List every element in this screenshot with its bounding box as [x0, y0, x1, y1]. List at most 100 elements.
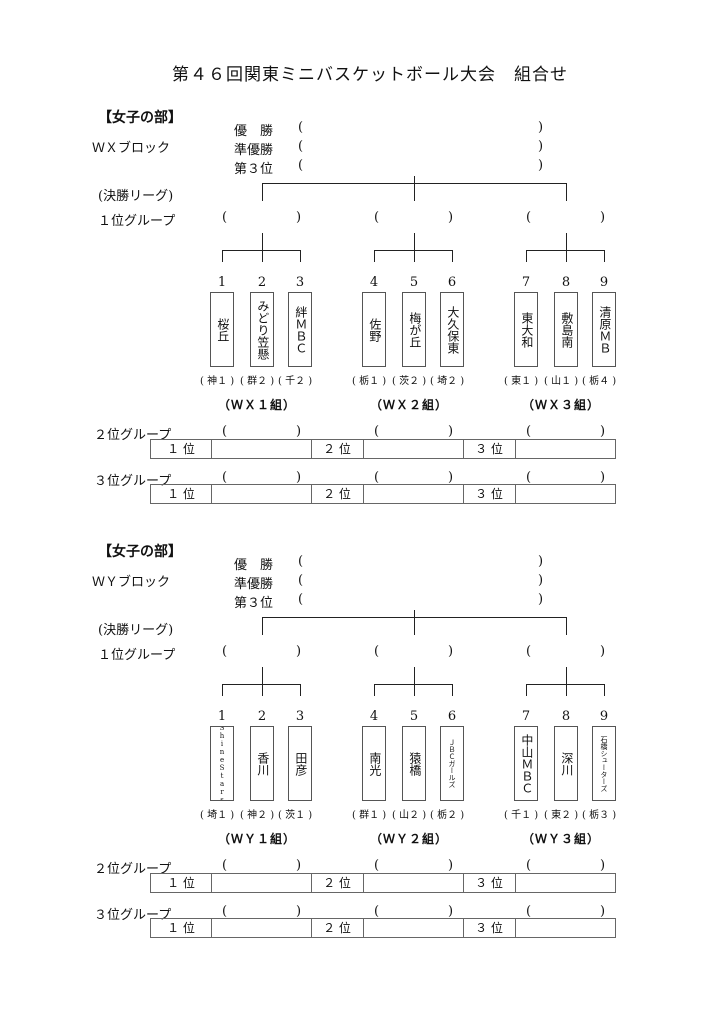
group-bracket-line [222, 250, 223, 262]
group3-label: ３位グループ [94, 908, 172, 923]
group-name: （ＷＸ１組） [218, 398, 297, 412]
team-name-box: 深川 [554, 726, 578, 801]
group-bracket-line [526, 684, 604, 685]
group3-paren-open: ( [222, 470, 228, 485]
section-heading: 【女子の部】 [98, 544, 182, 560]
result-paren-open: ( [298, 120, 304, 135]
result-paren-close: ) [538, 158, 544, 173]
placing-blank [363, 919, 463, 937]
group-bracket-line [300, 684, 301, 696]
team-prefecture: ( 茨１ ) [278, 810, 313, 821]
placing-label: １ 位 [167, 876, 195, 890]
placing-divider [463, 919, 464, 937]
team-number: 7 [521, 275, 531, 290]
bracket-line [262, 183, 263, 201]
placing-blank [211, 874, 311, 892]
group3-paren-open: ( [374, 904, 380, 919]
team-number: 1 [217, 275, 227, 290]
group2-paren-close: ) [296, 858, 302, 873]
group-bracket-line [452, 250, 453, 262]
team-prefecture: ( 神２ ) [240, 810, 275, 821]
placing-divider [211, 440, 212, 458]
placing-label: １ 位 [167, 442, 195, 456]
group-bracket-line [374, 250, 375, 262]
group-name: （ＷＸ２組） [370, 398, 449, 412]
placing-divider [363, 919, 364, 937]
placing-divider [463, 440, 464, 458]
placing-blank [515, 440, 617, 458]
section-heading: 【女子の部】 [98, 110, 182, 126]
bracket-line [414, 617, 415, 635]
group-bracket-line [566, 684, 567, 696]
group3-paren-close: ) [448, 904, 454, 919]
group-bracket-line [374, 684, 452, 685]
third-place-label: 第３位 [234, 596, 274, 611]
placing-divider [363, 874, 364, 892]
team-prefecture: ( 埼１ ) [200, 810, 235, 821]
group1-paren-open: ( [222, 210, 228, 225]
team-prefecture: ( 群１ ) [352, 810, 387, 821]
winner-label: 優 勝 [234, 124, 274, 139]
team-name-box: 南光 [362, 726, 386, 801]
team-name-box: 石橋シューターズ [592, 726, 616, 801]
group1-paren-close: ) [448, 210, 454, 225]
group-name: （ＷＹ３組） [522, 832, 601, 846]
placing-label: ２ 位 [323, 442, 351, 456]
bracket-line [414, 610, 415, 618]
team-number: 8 [561, 275, 571, 290]
team-prefecture: ( 群２ ) [240, 376, 275, 387]
team-number: 9 [599, 275, 609, 290]
group-bracket-line [222, 684, 223, 696]
team-number: 3 [295, 275, 305, 290]
group3-paren-close: ) [600, 470, 606, 485]
group-bracket-line [414, 250, 415, 262]
group-bracket-line [414, 667, 415, 685]
placing-blank [211, 485, 311, 503]
group3-paren-open: ( [526, 904, 532, 919]
group2-paren-open: ( [374, 858, 380, 873]
placing-divider [515, 919, 516, 937]
placing-divider [363, 485, 364, 503]
group1-paren-close: ) [600, 210, 606, 225]
group2-paren-open: ( [374, 424, 380, 439]
team-name-box: 清原ＭＢ [592, 292, 616, 367]
group1-paren-close: ) [296, 210, 302, 225]
group-name: （ＷＸ３組） [522, 398, 601, 412]
group-bracket-line [566, 667, 567, 685]
placing-label: ２ 位 [323, 487, 351, 501]
team-number: 4 [369, 709, 379, 724]
team-prefecture: ( 栃３ ) [582, 810, 617, 821]
team-number: 5 [409, 275, 419, 290]
placing-divider [311, 919, 312, 937]
placing-blank [211, 440, 311, 458]
team-number: 6 [447, 709, 457, 724]
team-prefecture: ( 東２ ) [544, 810, 579, 821]
group2-paren-close: ) [296, 424, 302, 439]
placing-blank [211, 919, 311, 937]
group3-paren-open: ( [526, 470, 532, 485]
placing-divider [363, 440, 364, 458]
group-bracket-line [566, 250, 567, 262]
placing-divider [515, 874, 516, 892]
group1-paren-open: ( [526, 644, 532, 659]
placing-divider [211, 874, 212, 892]
placing-label: ２ 位 [323, 876, 351, 890]
group-bracket-line [526, 250, 604, 251]
team-name-box: 絆ＭＢＣ [288, 292, 312, 367]
result-paren-close: ) [538, 592, 544, 607]
team-prefecture: ( 埼２ ) [430, 376, 465, 387]
group1-paren-open: ( [526, 210, 532, 225]
group-bracket-line [262, 667, 263, 685]
team-prefecture: ( 山２ ) [392, 810, 427, 821]
group2-paren-close: ) [448, 858, 454, 873]
team-number: 5 [409, 709, 419, 724]
team-prefecture: ( 栃４ ) [582, 376, 617, 387]
runner-up-label: 準優勝 [234, 577, 274, 592]
team-name-box: 猿橋 [402, 726, 426, 801]
team-prefecture: ( 栃１ ) [352, 376, 387, 387]
group2-paren-open: ( [222, 858, 228, 873]
placing-blank [363, 874, 463, 892]
